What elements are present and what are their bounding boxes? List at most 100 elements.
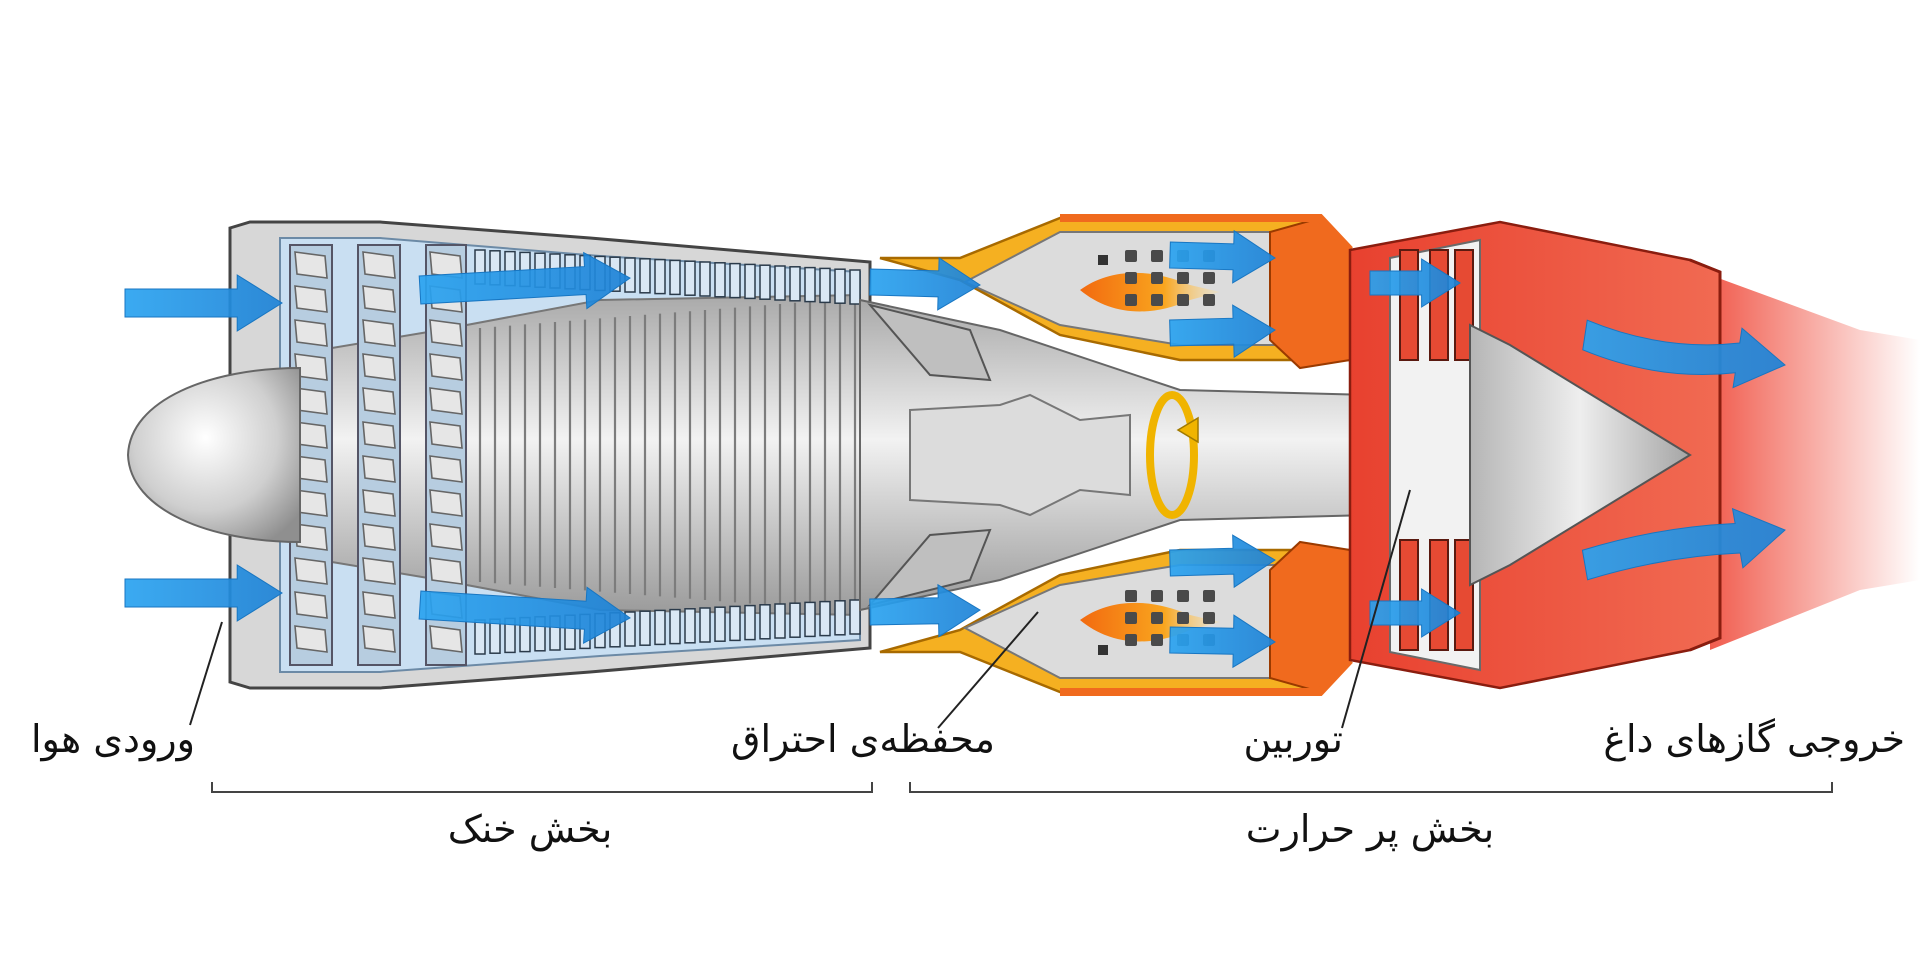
turbine-blade — [1151, 590, 1163, 602]
fan-blade — [294, 591, 328, 619]
fan-blade — [294, 625, 328, 653]
compressor-stages — [474, 249, 861, 655]
stator-vane — [849, 269, 861, 305]
arrow-shape — [124, 274, 283, 332]
turbine-blade — [1151, 250, 1163, 262]
arrow-shape — [1581, 507, 1786, 581]
arrow-shape — [1169, 614, 1276, 669]
stator-vane — [759, 264, 771, 300]
fan-blade — [362, 557, 396, 585]
stator-vane — [639, 610, 651, 646]
stator-vane — [624, 257, 636, 293]
fan-blade — [294, 285, 328, 313]
exhaust-grill — [1429, 539, 1449, 651]
leader-combustion — [937, 611, 1039, 729]
turbine-blade — [1203, 294, 1215, 306]
label-exhaust: خروجی گازهای داغ — [1603, 717, 1905, 762]
label-combustion-chamber: محفظه‌ی احتراق — [731, 717, 995, 762]
arrow-shape — [124, 564, 283, 622]
arrow-shape — [1169, 304, 1276, 359]
fan-blade — [362, 285, 396, 313]
stator-vane — [699, 261, 711, 297]
stator-vane — [804, 266, 816, 303]
fan-blade — [294, 319, 328, 347]
stator-vane — [669, 259, 681, 296]
turbine-blade — [1151, 272, 1163, 284]
stator-vane — [729, 605, 741, 642]
fan-blade — [294, 557, 328, 585]
fan-blade — [429, 523, 463, 551]
stator-vane — [774, 265, 786, 301]
stator-vane — [819, 600, 831, 637]
stator-vane — [774, 603, 786, 639]
nose-cone — [126, 366, 301, 544]
exhaust-grill — [1399, 249, 1419, 361]
label-air-intake: ورودی هوا — [31, 717, 195, 762]
stator-vane — [789, 266, 801, 302]
fan-blade — [362, 625, 396, 653]
airflow-arrow-icon — [124, 274, 283, 332]
label-turbine: توربین — [1243, 717, 1343, 762]
stator-vane — [654, 258, 666, 295]
fan-blade — [429, 489, 463, 517]
airflow-arrow-icon — [1169, 229, 1276, 284]
arrow-shape — [418, 251, 631, 310]
fan-blade — [429, 387, 463, 415]
label-cold-section: بخش خنک — [448, 807, 613, 851]
airflow-arrow-icon — [1169, 614, 1276, 669]
arrow-shape — [1582, 319, 1786, 389]
stator-vane — [804, 601, 816, 638]
leader-lines — [189, 489, 1411, 729]
stator-vane — [849, 599, 861, 635]
turbine-blade — [1125, 612, 1137, 624]
arrow-shape — [1369, 258, 1461, 308]
stator-vane — [684, 608, 696, 644]
airflow-arrows — [124, 229, 1786, 669]
leader-air-intake — [189, 621, 223, 726]
arrow-shape — [418, 586, 631, 645]
turbine-blade — [1125, 294, 1137, 306]
turbine-blade — [1177, 612, 1189, 624]
turbine-blade — [1177, 272, 1189, 284]
fan-blade — [429, 455, 463, 483]
shaft-struts — [867, 303, 992, 607]
fan-blade — [362, 455, 396, 483]
fan-blade — [429, 319, 463, 347]
arrow-shape — [1169, 534, 1276, 589]
turbine-blade — [1151, 294, 1163, 306]
airflow-arrow-icon — [1369, 258, 1461, 308]
turbine-blade — [1125, 250, 1137, 262]
shaft-spool — [909, 393, 1131, 517]
stator-vane — [624, 611, 636, 647]
fan-blade — [429, 421, 463, 449]
turbine-blade — [1177, 590, 1189, 602]
stator-vane — [789, 602, 801, 638]
fan-blade — [362, 421, 396, 449]
stator-vane — [639, 258, 651, 294]
exhaust-nozzle — [1689, 258, 1722, 652]
stator-vane — [759, 604, 771, 640]
exhaust-grill — [1399, 539, 1419, 651]
turbine-blade — [1203, 612, 1215, 624]
turbine-blade — [1177, 294, 1189, 306]
turbine-blade — [1203, 272, 1215, 284]
stator-vane — [714, 262, 726, 298]
label-hot-section: بخش پر حرارت — [1246, 807, 1494, 852]
fan-blade — [429, 557, 463, 585]
fan-blade — [362, 387, 396, 415]
stator-vane — [699, 607, 711, 643]
turbine-blade — [1125, 634, 1137, 646]
stator-vane — [669, 608, 681, 645]
arrow-shape — [869, 256, 981, 311]
turbine-blade — [1151, 634, 1163, 646]
turbine-blade — [1203, 590, 1215, 602]
turbine-blade — [1125, 590, 1137, 602]
fan-blade — [294, 251, 328, 279]
airflow-arrow-icon — [1169, 304, 1276, 359]
turbine-blade — [1125, 272, 1137, 284]
airflow-arrow-icon — [869, 583, 981, 638]
stator-vane — [744, 604, 756, 641]
airflow-arrow-icon — [418, 251, 631, 310]
